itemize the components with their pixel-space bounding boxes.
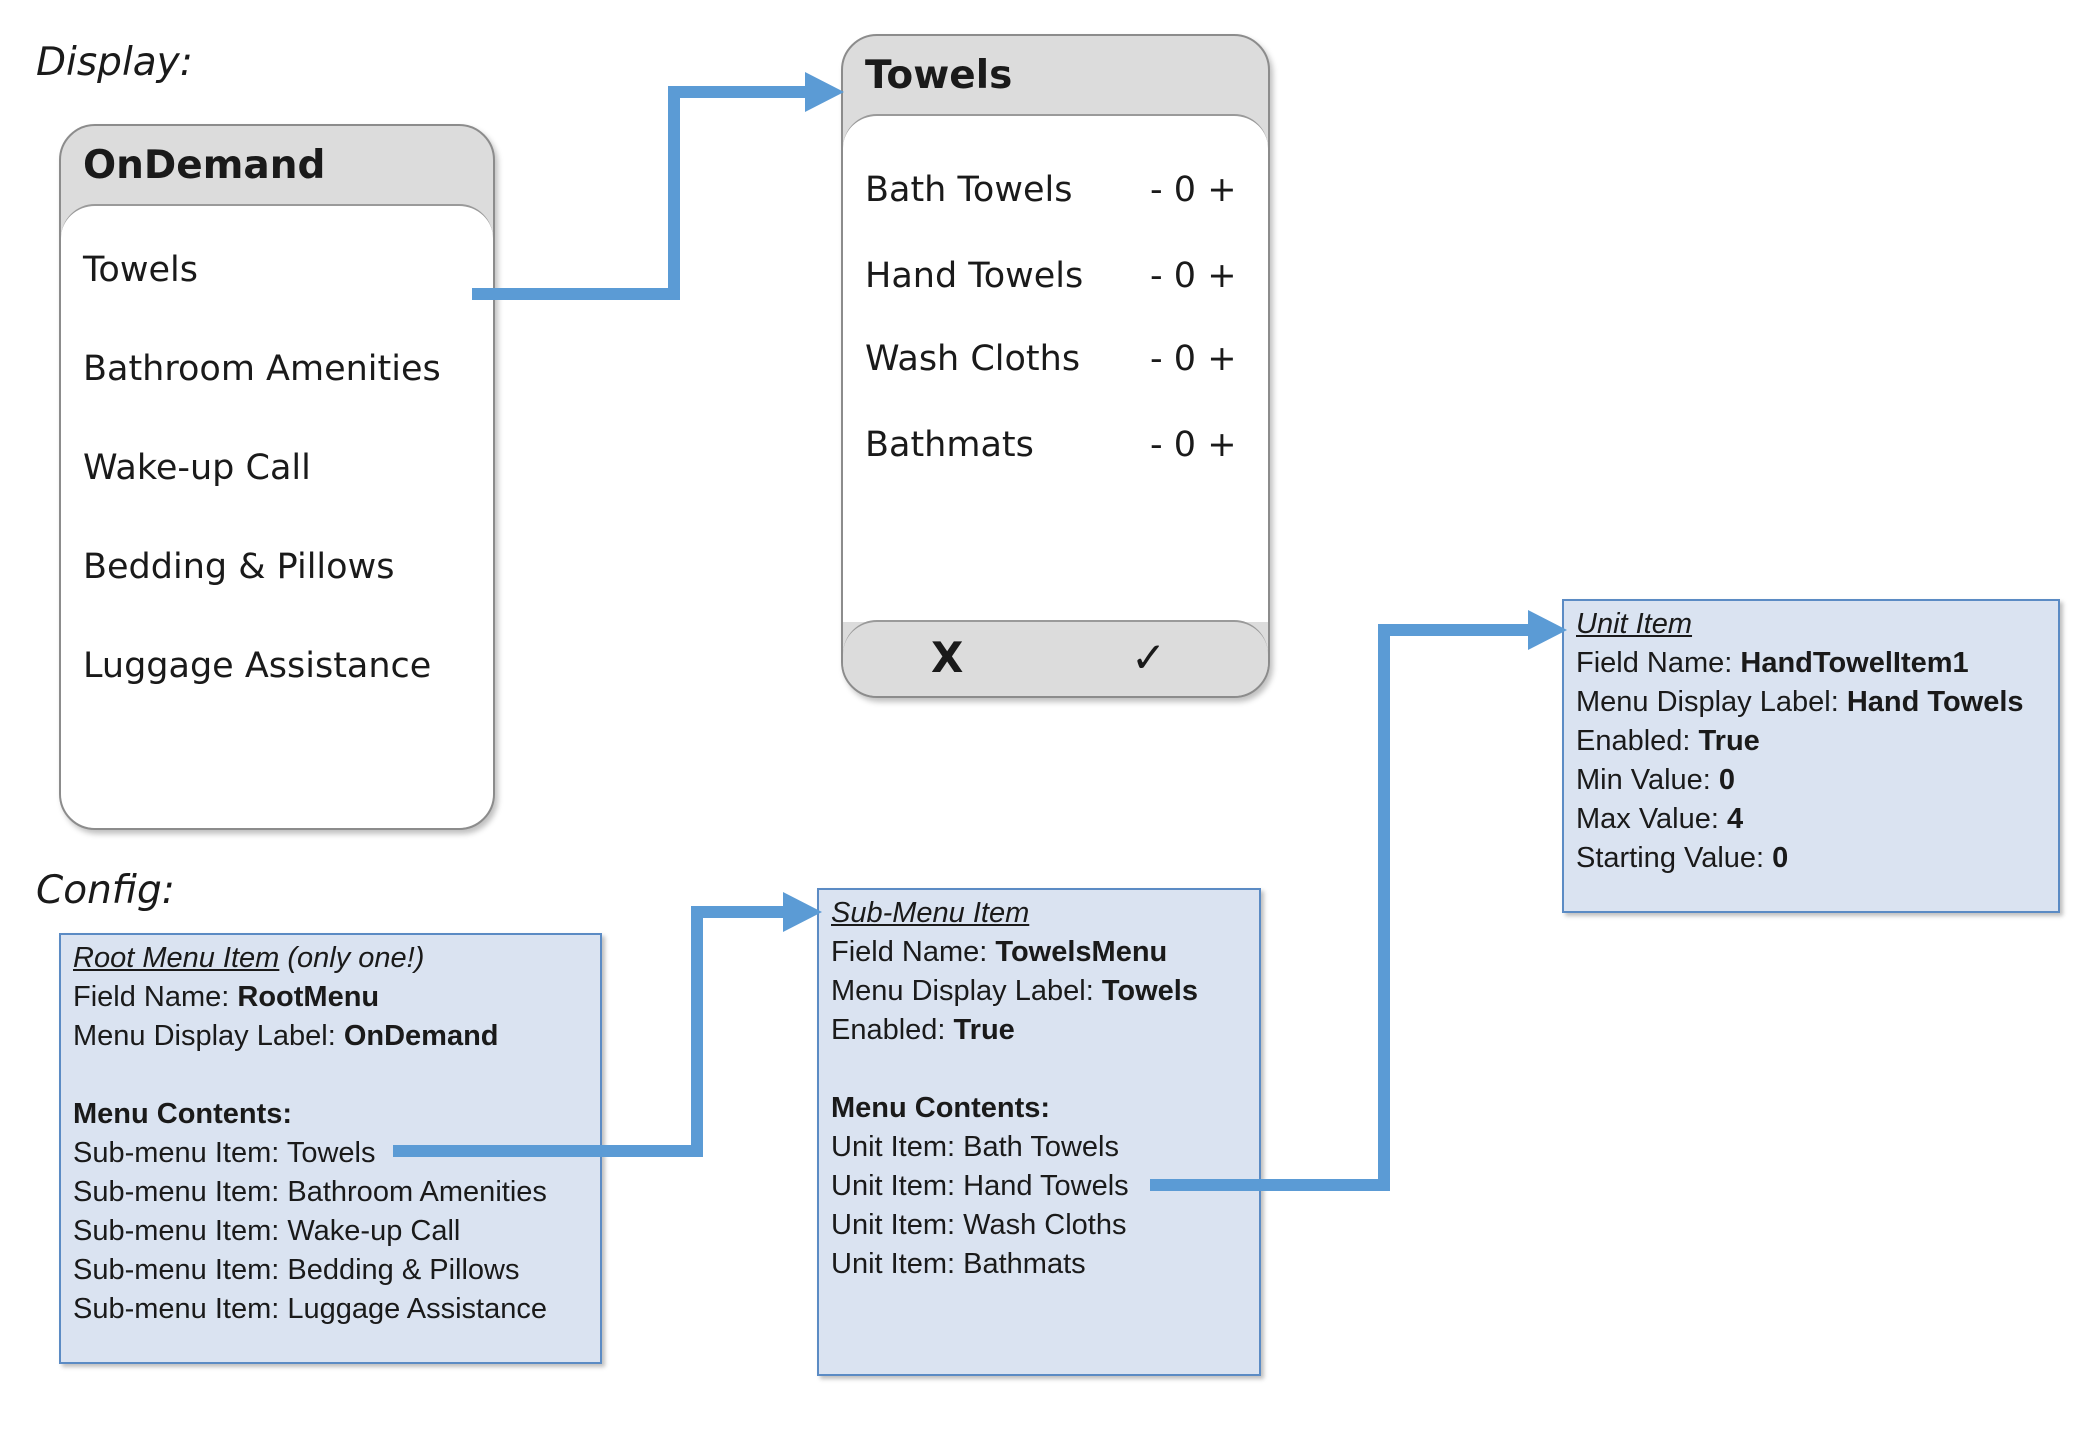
- menu-item-wake-up-call[interactable]: Wake-up Call: [83, 448, 311, 488]
- increment-button[interactable]: +: [1207, 339, 1237, 379]
- stepper-value: 0: [1173, 256, 1197, 296]
- config-section-label: Config:: [36, 868, 175, 913]
- stepper-wash-cloths: - 0 +: [1150, 339, 1237, 379]
- unit-label-bath-towels: Bath Towels: [865, 170, 1073, 210]
- field-name-value: RootMenu: [237, 981, 380, 1013]
- field-name-label: Field Name:: [831, 936, 996, 968]
- starting-value-label: Starting Value:: [1576, 842, 1773, 874]
- min-value: 0: [1718, 764, 1736, 796]
- display-section-label: Display:: [36, 40, 193, 85]
- enabled-label: Enabled:: [831, 1014, 954, 1046]
- panel-footer: X ✓: [843, 620, 1268, 696]
- confirm-button[interactable]: ✓: [1131, 633, 1167, 682]
- connector-root-to-submenu: [393, 906, 785, 1157]
- menu-contents-heading: Menu Contents:: [73, 1098, 293, 1130]
- starting-value: 0: [1772, 842, 1789, 874]
- config-title-line: Unit Item: [1576, 605, 2046, 644]
- menu-item-bedding-pillows[interactable]: Bedding & Pillows: [83, 547, 395, 587]
- towels-panel: Towels Bath Towels - 0 + Hand Towels - 0…: [841, 34, 1270, 698]
- enabled-line: Enabled: True: [1576, 722, 2046, 761]
- config-title-line: Root Menu Item (only one!): [73, 939, 588, 978]
- config-title: Unit Item: [1576, 608, 1693, 640]
- menu-item-bathroom-amenities[interactable]: Bathroom Amenities: [83, 349, 441, 389]
- max-value: 4: [1726, 803, 1744, 835]
- increment-button[interactable]: +: [1207, 170, 1237, 210]
- content-line: Sub-menu Item: Wake-up Call: [73, 1215, 461, 1247]
- decrement-button[interactable]: -: [1150, 256, 1163, 296]
- panel-body: Bath Towels - 0 + Hand Towels - 0 + Wash…: [843, 114, 1268, 622]
- enabled-value: True: [953, 1014, 1015, 1046]
- min-value-label: Min Value:: [1576, 764, 1719, 796]
- display-label-label: Menu Display Label:: [73, 1020, 344, 1052]
- panel-title: Towels: [865, 53, 1013, 98]
- display-label-label: Menu Display Label:: [1576, 686, 1847, 718]
- display-label-value: OnDemand: [343, 1020, 499, 1052]
- decrement-button[interactable]: -: [1150, 170, 1163, 210]
- decrement-button[interactable]: -: [1150, 425, 1163, 465]
- menu-item-luggage-assistance[interactable]: Luggage Assistance: [83, 646, 432, 686]
- display-label-line: Menu Display Label: Towels: [831, 972, 1247, 1011]
- unit-item-config-box: Unit Item Field Name: HandTowelItem1 Men…: [1562, 599, 2060, 913]
- unit-label-hand-towels: Hand Towels: [865, 256, 1084, 296]
- panel-body: Towels Bathroom Amenities Wake-up Call B…: [61, 204, 493, 828]
- stepper-bathmats: - 0 +: [1150, 425, 1237, 465]
- display-label-line: Menu Display Label: Hand Towels: [1576, 683, 2046, 722]
- max-value-line: Max Value: 4: [1576, 800, 2046, 839]
- connector-submenu-to-unit: [1150, 624, 1530, 1191]
- unit-label-bathmats: Bathmats: [865, 425, 1034, 465]
- content-line: Unit Item: Hand Towels: [831, 1170, 1129, 1202]
- content-line: Unit Item: Bathmats: [831, 1248, 1086, 1280]
- stepper-bath-towels: - 0 +: [1150, 170, 1237, 210]
- display-label-value: Towels: [1101, 975, 1198, 1007]
- submenu-config-box: Sub-Menu Item Field Name: TowelsMenu Men…: [817, 888, 1261, 1376]
- stepper-value: 0: [1173, 425, 1197, 465]
- content-line: Unit Item: Wash Cloths: [831, 1209, 1127, 1241]
- content-line: Sub-menu Item: Luggage Assistance: [73, 1293, 547, 1325]
- root-menu-config-box: Root Menu Item (only one!) Field Name: R…: [59, 933, 602, 1364]
- unit-label-wash-cloths: Wash Cloths: [865, 339, 1081, 379]
- config-title: Sub-Menu Item: [831, 897, 1030, 929]
- content-line: Unit Item: Bath Towels: [831, 1131, 1119, 1163]
- field-name-value: HandTowelItem1: [1740, 647, 1969, 679]
- starting-value-line: Starting Value: 0: [1576, 839, 2046, 878]
- field-name-line: Field Name: RootMenu: [73, 978, 588, 1017]
- stepper-value: 0: [1173, 170, 1197, 210]
- config-title-line: Sub-Menu Item: [831, 894, 1247, 933]
- field-name-label: Field Name:: [73, 981, 238, 1013]
- decrement-button[interactable]: -: [1150, 339, 1163, 379]
- arrowhead-towels: [805, 72, 844, 112]
- field-name-line: Field Name: TowelsMenu: [831, 933, 1247, 972]
- display-label-value: Hand Towels: [1846, 686, 2024, 718]
- field-name-label: Field Name:: [1576, 647, 1741, 679]
- display-label-line: Menu Display Label: OnDemand: [73, 1017, 588, 1056]
- connector-towels-to-panel: [472, 86, 807, 300]
- display-label-label: Menu Display Label:: [831, 975, 1102, 1007]
- stepper-value: 0: [1173, 339, 1197, 379]
- arrowhead-submenu: [783, 892, 822, 932]
- cancel-button[interactable]: X: [931, 633, 964, 682]
- increment-button[interactable]: +: [1207, 256, 1237, 296]
- ondemand-panel: OnDemand Towels Bathroom Amenities Wake-…: [59, 124, 495, 830]
- min-value-line: Min Value: 0: [1576, 761, 2046, 800]
- increment-button[interactable]: +: [1207, 425, 1237, 465]
- menu-item-towels[interactable]: Towels: [83, 250, 198, 290]
- enabled-label: Enabled:: [1576, 725, 1699, 757]
- menu-contents-heading: Menu Contents:: [831, 1092, 1051, 1124]
- stepper-hand-towels: - 0 +: [1150, 256, 1237, 296]
- arrowhead-unit: [1528, 610, 1567, 650]
- content-line: Sub-menu Item: Bedding & Pillows: [73, 1254, 520, 1286]
- panel-title: OnDemand: [83, 143, 326, 188]
- config-title-note: (only one!): [279, 942, 425, 974]
- field-name-line: Field Name: HandTowelItem1: [1576, 644, 2046, 683]
- content-line: Sub-menu Item: Bathroom Amenities: [73, 1176, 547, 1208]
- max-value-label: Max Value:: [1576, 803, 1727, 835]
- content-line: Sub-menu Item: Towels: [73, 1137, 376, 1169]
- field-name-value: TowelsMenu: [995, 936, 1168, 968]
- enabled-value: True: [1698, 725, 1760, 757]
- config-title: Root Menu Item: [73, 942, 280, 974]
- enabled-line: Enabled: True: [831, 1011, 1247, 1050]
